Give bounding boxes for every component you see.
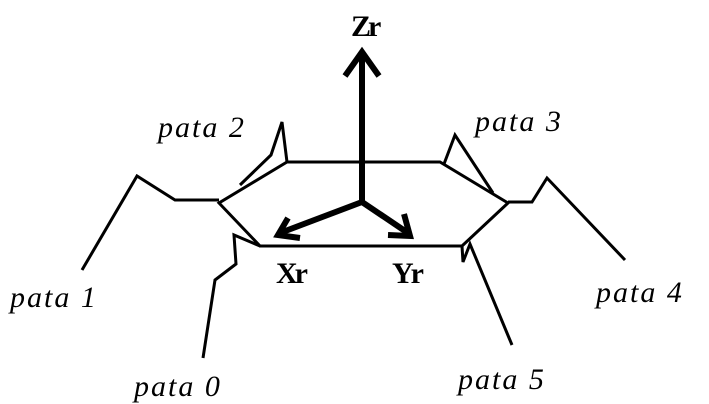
leg-0-segment	[201, 232, 261, 359]
leg-2-segment	[238, 121, 289, 187]
leg-2-label: pata 2	[156, 111, 246, 144]
x-axis-line	[278, 199, 364, 236]
leg-1-label: pata 1	[8, 281, 98, 314]
leg-3-segment	[442, 131, 495, 194]
leg-1-segment	[80, 173, 219, 271]
leg-4-segment	[508, 175, 627, 262]
x-axis-arrowhead	[273, 216, 301, 241]
leg-5-label: pata 5	[456, 363, 546, 396]
leg-5-segment	[460, 239, 514, 346]
x-axis-label: Xr	[276, 257, 308, 290]
y-axis-arrowhead	[387, 213, 414, 240]
z-axis-arrowhead	[342, 46, 382, 78]
y-axis-label: Yr	[392, 257, 424, 290]
leg-3-label: pata 3	[473, 105, 563, 138]
z-axis-label: Zr	[351, 10, 381, 43]
leg-0-label: pata 0	[132, 370, 222, 403]
leg-4-label: pata 4	[594, 276, 684, 309]
y-axis-line	[360, 199, 410, 236]
